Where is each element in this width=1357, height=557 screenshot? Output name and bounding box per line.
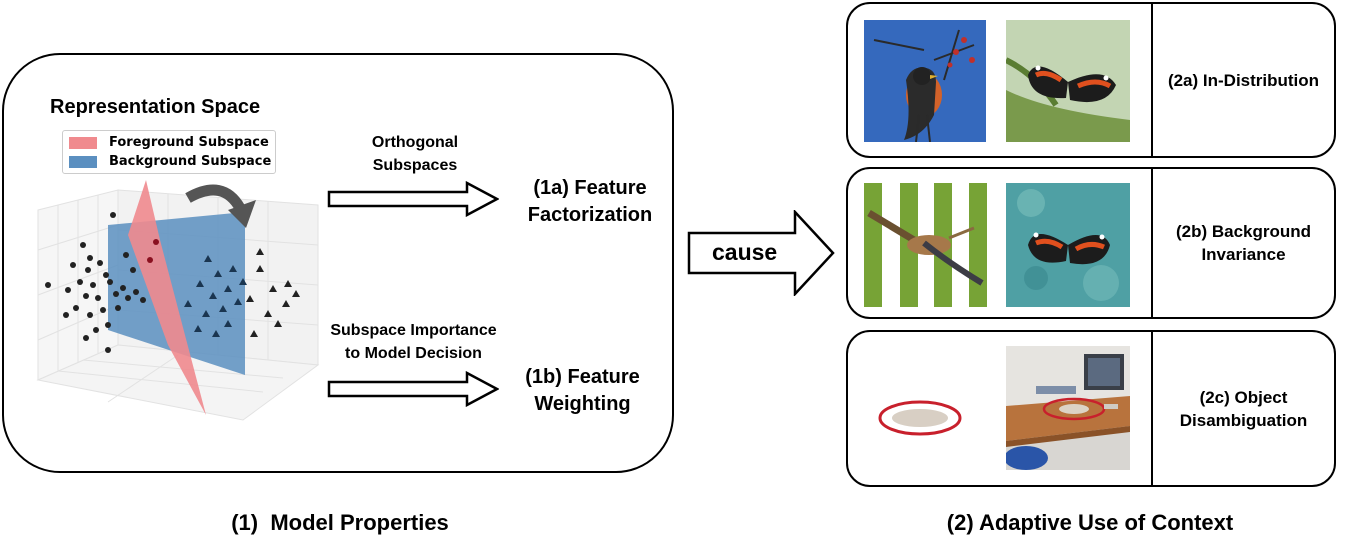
butterfly-on-leaf-image — [1006, 20, 1130, 142]
model-properties-box — [2, 53, 674, 473]
background-points — [184, 255, 247, 337]
panel-divider — [1151, 4, 1153, 156]
panel-divider — [1151, 169, 1153, 317]
cause-arrow — [687, 210, 835, 296]
legend-item-background: Background Subspace — [69, 154, 271, 169]
representation-space-title: Representation Space — [50, 96, 261, 118]
foreground-points — [45, 212, 146, 353]
bird-on-striped-background-image — [864, 183, 987, 307]
arrow-to-feature-factorization — [327, 181, 499, 217]
legend-swatch-foreground — [69, 136, 97, 149]
legend-swatch-background — [69, 155, 97, 168]
arrow-to-feature-weighting — [327, 371, 499, 407]
panel-divider — [1151, 332, 1153, 485]
office-desk-with-mouse-image — [1006, 346, 1130, 470]
robin-bird-image — [864, 20, 986, 142]
representation-space-plot — [36, 180, 320, 421]
adaptive-use-of-context-caption: (2) Adaptive Use of Context — [946, 510, 1234, 535]
cause-label: cause — [712, 239, 778, 265]
in-distribution-label: (2a) In-Distribution — [1167, 70, 1320, 90]
foreground-subspace-plane — [128, 180, 206, 415]
legend-item-foreground: Foreground Subspace — [69, 135, 269, 150]
butterfly-on-water-image — [1006, 183, 1130, 307]
rotation-arrow-icon — [185, 184, 245, 211]
intersect-points — [147, 239, 159, 263]
model-properties-caption: (1) Model Properties — [231, 510, 449, 535]
plot-legend: Foreground Subspace Background Subspace — [62, 130, 276, 174]
panel-in-distribution: (2a) In-Distribution — [846, 2, 1336, 158]
isolated-mouse-blob-image — [862, 346, 988, 470]
